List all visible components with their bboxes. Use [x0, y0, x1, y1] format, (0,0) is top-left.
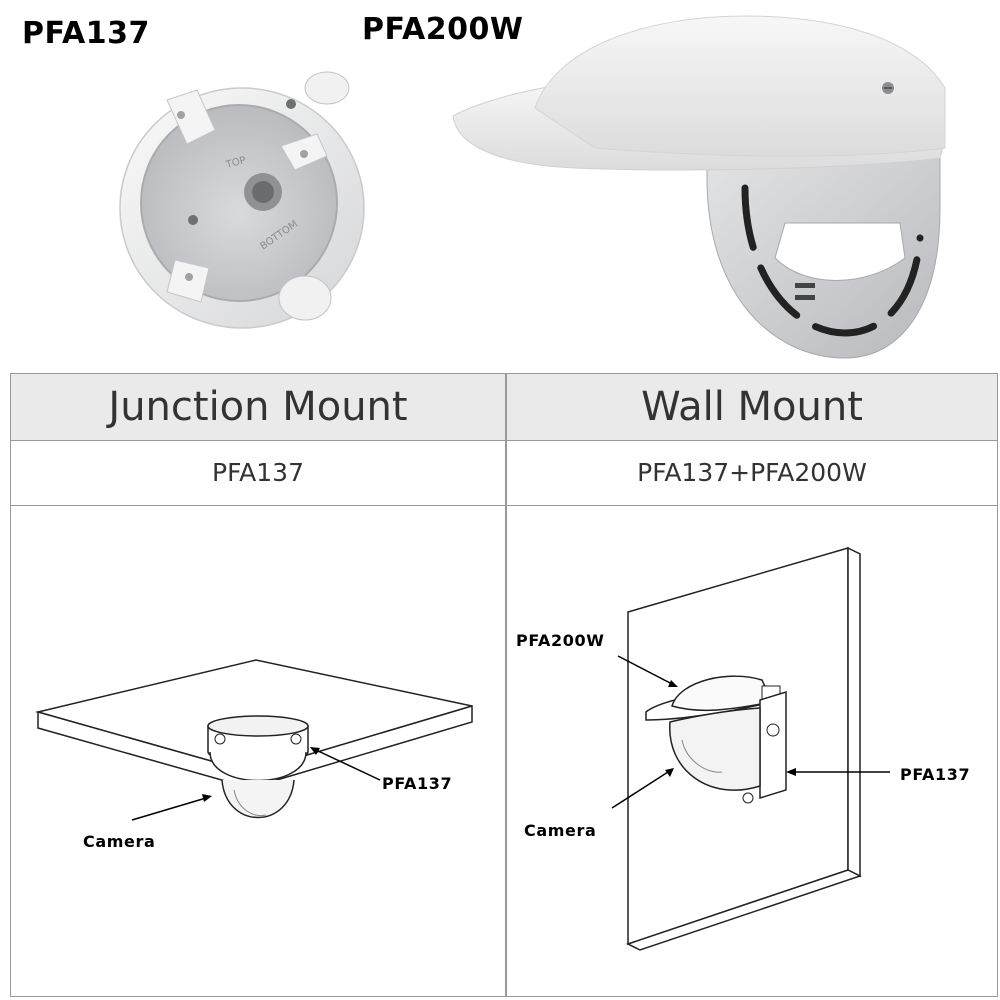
product-title-pfa137: PFA137: [22, 16, 150, 51]
header-wall-mount-text: Wall Mount: [641, 384, 863, 430]
mount-comparison-table: Junction Mount Wall Mount PFA137 PFA137+…: [10, 373, 998, 997]
svg-text:TOP: TOP: [224, 155, 247, 171]
product-title-pfa200w: PFA200W: [362, 12, 524, 47]
table-header-row: Junction Mount Wall Mount: [11, 374, 997, 441]
wall-camera-label: Camera: [524, 821, 597, 840]
junction-part-label: PFA137: [382, 774, 453, 793]
junction-camera-label: Camera: [83, 832, 156, 851]
model-junction-mount-text: PFA137: [212, 458, 304, 487]
rain-hood-photo: [452, 15, 946, 359]
header-wall-mount: Wall Mount: [507, 374, 997, 440]
model-junction-mount: PFA137: [11, 440, 505, 505]
header-junction-mount: Junction Mount: [11, 374, 505, 440]
table-column-divider: [505, 374, 507, 996]
table-model-row: PFA137 PFA137+PFA200W: [11, 440, 997, 506]
junction-box-photo: TOP BOTTOM: [119, 71, 365, 329]
wall-part-label: PFA137: [900, 765, 971, 784]
wall-mount-diagram: [611, 546, 890, 951]
model-wall-mount-text: PFA137+PFA200W: [637, 458, 867, 487]
model-wall-mount: PFA137+PFA200W: [507, 440, 997, 505]
wall-hood-label: PFA200W: [516, 631, 605, 650]
header-junction-mount-text: Junction Mount: [108, 384, 408, 430]
junction-mount-diagram: [35, 659, 473, 821]
